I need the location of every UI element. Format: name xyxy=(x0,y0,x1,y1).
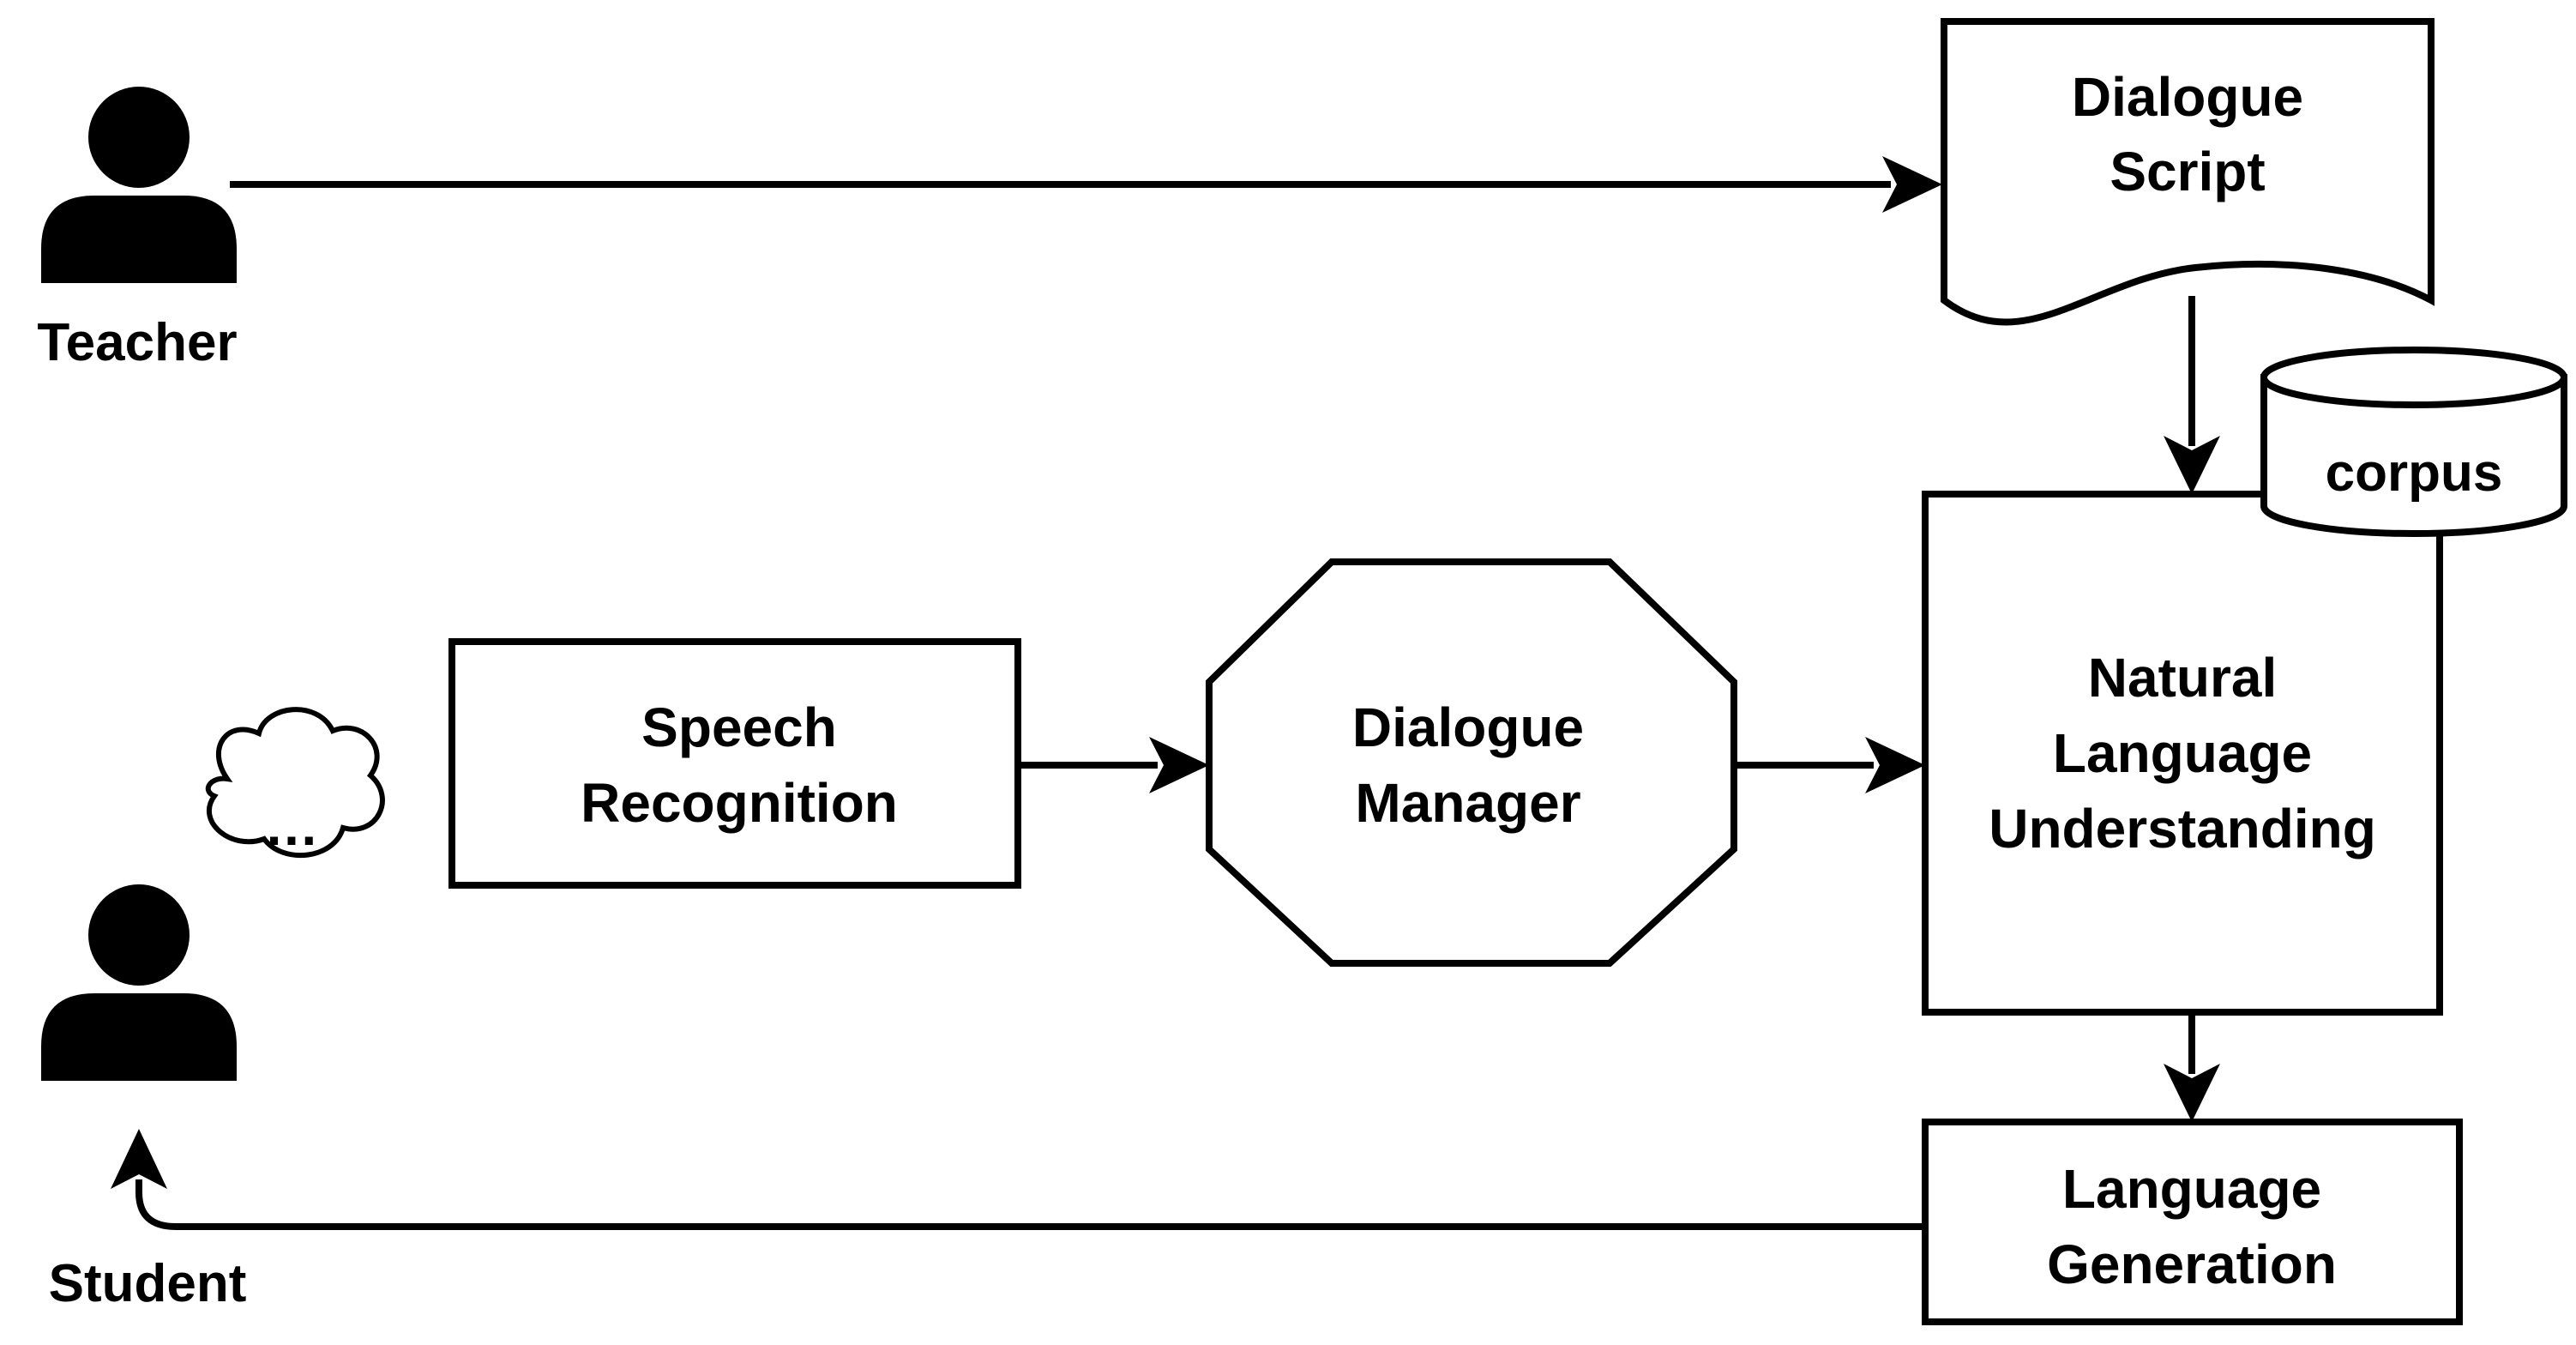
dialogue-manager-line-1: Dialogue xyxy=(1352,697,1584,758)
corpus-label: corpus xyxy=(2326,443,2503,503)
language-generation-line-2: Generation xyxy=(2047,1233,2337,1295)
edge-manager-to-nlu xyxy=(1734,737,1925,793)
teacher-actor: Teacher xyxy=(37,87,238,372)
nlu-line-1: Natural xyxy=(2088,647,2278,709)
thought-bubble-text: … xyxy=(264,795,319,857)
student-label: Student xyxy=(49,1254,247,1313)
thought-cloud-icon: … xyxy=(205,707,385,859)
dialogue-script-line-2: Script xyxy=(2110,141,2265,202)
dialogue-script-line-1: Dialogue xyxy=(2072,66,2303,128)
edge-generation-to-student xyxy=(111,1129,1925,1230)
edge-speech-to-manager xyxy=(1018,737,1209,793)
language-generation-node: Language Generation xyxy=(1922,1119,2463,1325)
teacher-label: Teacher xyxy=(37,313,237,372)
nlu-line-2: Language xyxy=(2053,722,2312,784)
edge-teacher-to-script xyxy=(230,156,1942,213)
speech-recognition-node: Speech Recognition xyxy=(448,638,1021,889)
nlu-node: Natural Language Understanding xyxy=(1922,491,2443,1016)
language-generation-line-1: Language xyxy=(2062,1158,2321,1220)
person-icon xyxy=(41,884,237,1081)
corpus-node: corpus xyxy=(2260,347,2567,537)
student-actor: Student xyxy=(41,884,246,1313)
speech-recognition-line-1: Speech xyxy=(641,697,837,758)
speech-recognition-line-2: Recognition xyxy=(581,772,898,834)
dialogue-manager-node: Dialogue Manager xyxy=(1206,558,1737,967)
person-icon xyxy=(41,87,237,283)
edge-nlu-to-generation xyxy=(2164,1012,2220,1122)
dialogue-manager-line-2: Manager xyxy=(1355,772,1580,834)
nlu-line-3: Understanding xyxy=(1989,798,2376,859)
edge-script-to-nlu xyxy=(2164,296,2220,494)
database-icon xyxy=(2260,347,2567,537)
dialogue-script-node: Dialogue Script xyxy=(1941,18,2435,326)
